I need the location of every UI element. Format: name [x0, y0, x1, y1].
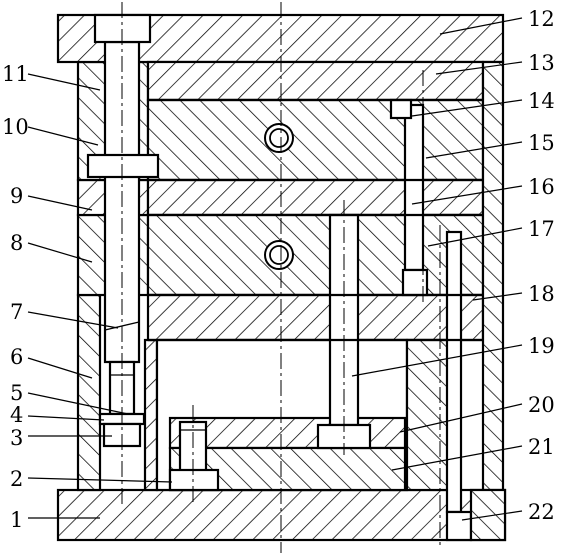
- part-2-bolt-head: [168, 468, 220, 492]
- callout-11: 11: [2, 62, 29, 86]
- callout-22: 22: [528, 500, 555, 524]
- callout-5: 5: [10, 381, 23, 405]
- part-support-plate: [146, 293, 485, 342]
- callout-8: 8: [10, 231, 23, 255]
- callout-3: 3: [10, 426, 23, 450]
- callout-10: 10: [2, 115, 29, 139]
- part-14-pin-hook: [389, 98, 413, 120]
- callout-18: 18: [528, 282, 555, 306]
- part-15-cavity-plate: [146, 98, 485, 182]
- callout-17: 17: [528, 217, 555, 241]
- callout-12: 12: [528, 7, 555, 31]
- callout-21: 21: [528, 435, 555, 459]
- callout-2: 2: [10, 467, 23, 491]
- part-22-block: [469, 488, 507, 542]
- part-22-rod-head: [445, 510, 473, 542]
- part-13-stripper-plate: [146, 60, 485, 102]
- callout-1: 1: [10, 508, 23, 532]
- leader-lines: [27, 17, 523, 521]
- part-10-guide-bush-collar: [86, 153, 160, 179]
- callout-20: 20: [528, 393, 555, 417]
- callout-4: 4: [10, 403, 23, 427]
- cooling-channel-upper: [264, 123, 294, 153]
- part-core-plate: [146, 213, 485, 297]
- part-6-inner-rail: [143, 338, 159, 492]
- callout-16: 16: [528, 175, 555, 199]
- callout-19: 19: [528, 334, 555, 358]
- callout-6: 6: [10, 345, 23, 369]
- cooling-channel-lower: [264, 240, 294, 270]
- part-17-pull-rod: [445, 230, 463, 514]
- part-14-sprue-pin: [403, 103, 425, 272]
- callout-15: 15: [528, 131, 555, 155]
- callout-13: 13: [528, 51, 555, 75]
- part-16-plate: [146, 178, 485, 217]
- callout-9: 9: [10, 184, 23, 208]
- callout-14: 14: [528, 89, 555, 113]
- part-18-right-wall: [481, 60, 505, 492]
- callout-7: 7: [10, 300, 23, 324]
